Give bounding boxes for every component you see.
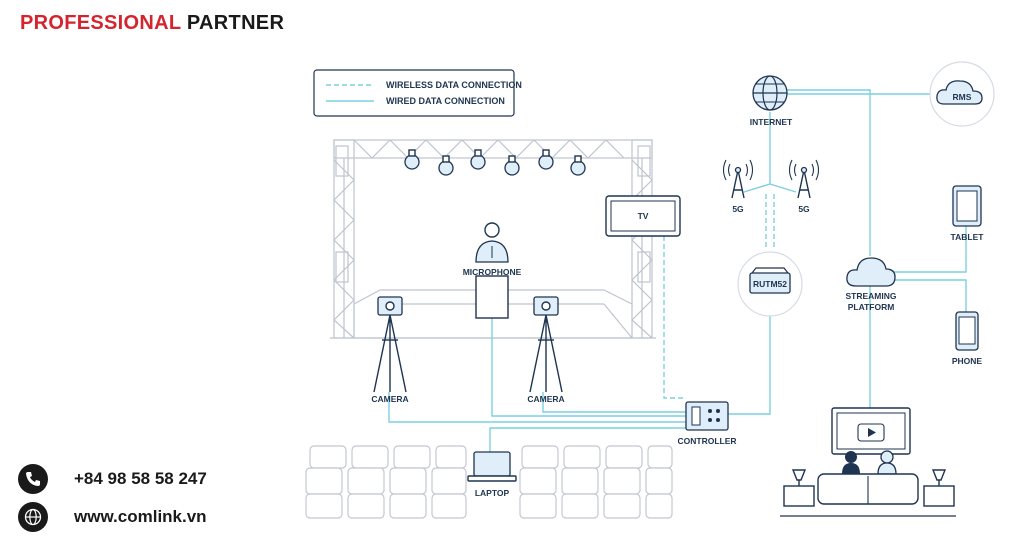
rms-cloud-icon bbox=[936, 80, 983, 105]
wired-connections bbox=[388, 89, 967, 452]
legend-wireless: WIRELESS DATA CONNECTION bbox=[386, 80, 522, 90]
legend-wired: WIRED DATA CONNECTION bbox=[386, 96, 505, 106]
legend: WIRELESS DATA CONNECTION WIRED DATA CONN… bbox=[313, 69, 522, 117]
tv-label: TV bbox=[638, 211, 649, 221]
laptop-label: LAPTOP bbox=[475, 488, 510, 498]
controller-label: CONTROLLER bbox=[677, 436, 736, 446]
camera-right-label: CAMERA bbox=[527, 394, 564, 404]
tablet-label: TABLET bbox=[951, 232, 985, 242]
brand-title-dark: PARTNER bbox=[186, 12, 285, 34]
phone-label: PHONE bbox=[952, 356, 983, 366]
tablet-icon bbox=[952, 185, 982, 227]
phone-icon bbox=[18, 464, 48, 494]
fiveg-left-label: 5G bbox=[732, 204, 744, 214]
tv-node: TV bbox=[605, 195, 681, 237]
controller-icon bbox=[685, 401, 729, 431]
rms-label: RMS bbox=[953, 92, 972, 102]
contact-website[interactable]: www.comlink.vn bbox=[18, 502, 207, 532]
streaming-label-line2: PLATFORM bbox=[848, 302, 895, 312]
wireless-connections bbox=[663, 194, 775, 399]
camera-left-label: CAMERA bbox=[371, 394, 408, 404]
laptop-icon bbox=[467, 451, 517, 482]
play-icon bbox=[857, 423, 885, 442]
living-room bbox=[780, 407, 956, 517]
router-node: RUTM52 bbox=[737, 251, 803, 317]
cell-tower-left-icon bbox=[722, 159, 754, 199]
rms-node: RMS bbox=[929, 61, 995, 127]
streaming-label-line1: STREAMING bbox=[846, 291, 897, 301]
website-url: www.comlink.vn bbox=[74, 507, 207, 526]
speaker-icon bbox=[475, 222, 509, 319]
streaming-cloud-icon bbox=[846, 257, 896, 287]
brand-title-red: PROFESSIONAL bbox=[20, 12, 182, 34]
microphone-label: MICROPHONE bbox=[463, 267, 522, 277]
fiveg-right-label: 5G bbox=[798, 204, 810, 214]
camera-left-icon bbox=[373, 296, 407, 393]
phone-number: +84 98 58 58 247 bbox=[74, 469, 207, 488]
stage-lights bbox=[404, 149, 586, 176]
internet-globe-icon bbox=[752, 75, 788, 111]
camera-right-icon bbox=[529, 296, 563, 393]
contact-phone[interactable]: +84 98 58 58 247 bbox=[18, 464, 207, 494]
brand-title: PROFESSIONAL PARTNER bbox=[20, 12, 284, 35]
cell-tower-right-icon bbox=[788, 159, 820, 199]
internet-label: INTERNET bbox=[750, 117, 793, 127]
globe-icon bbox=[18, 502, 48, 532]
audience-seats-left bbox=[305, 445, 467, 519]
router-label: RUTM52 bbox=[753, 279, 787, 289]
audience-seats-right bbox=[519, 445, 673, 519]
phone-device-icon bbox=[955, 311, 979, 351]
